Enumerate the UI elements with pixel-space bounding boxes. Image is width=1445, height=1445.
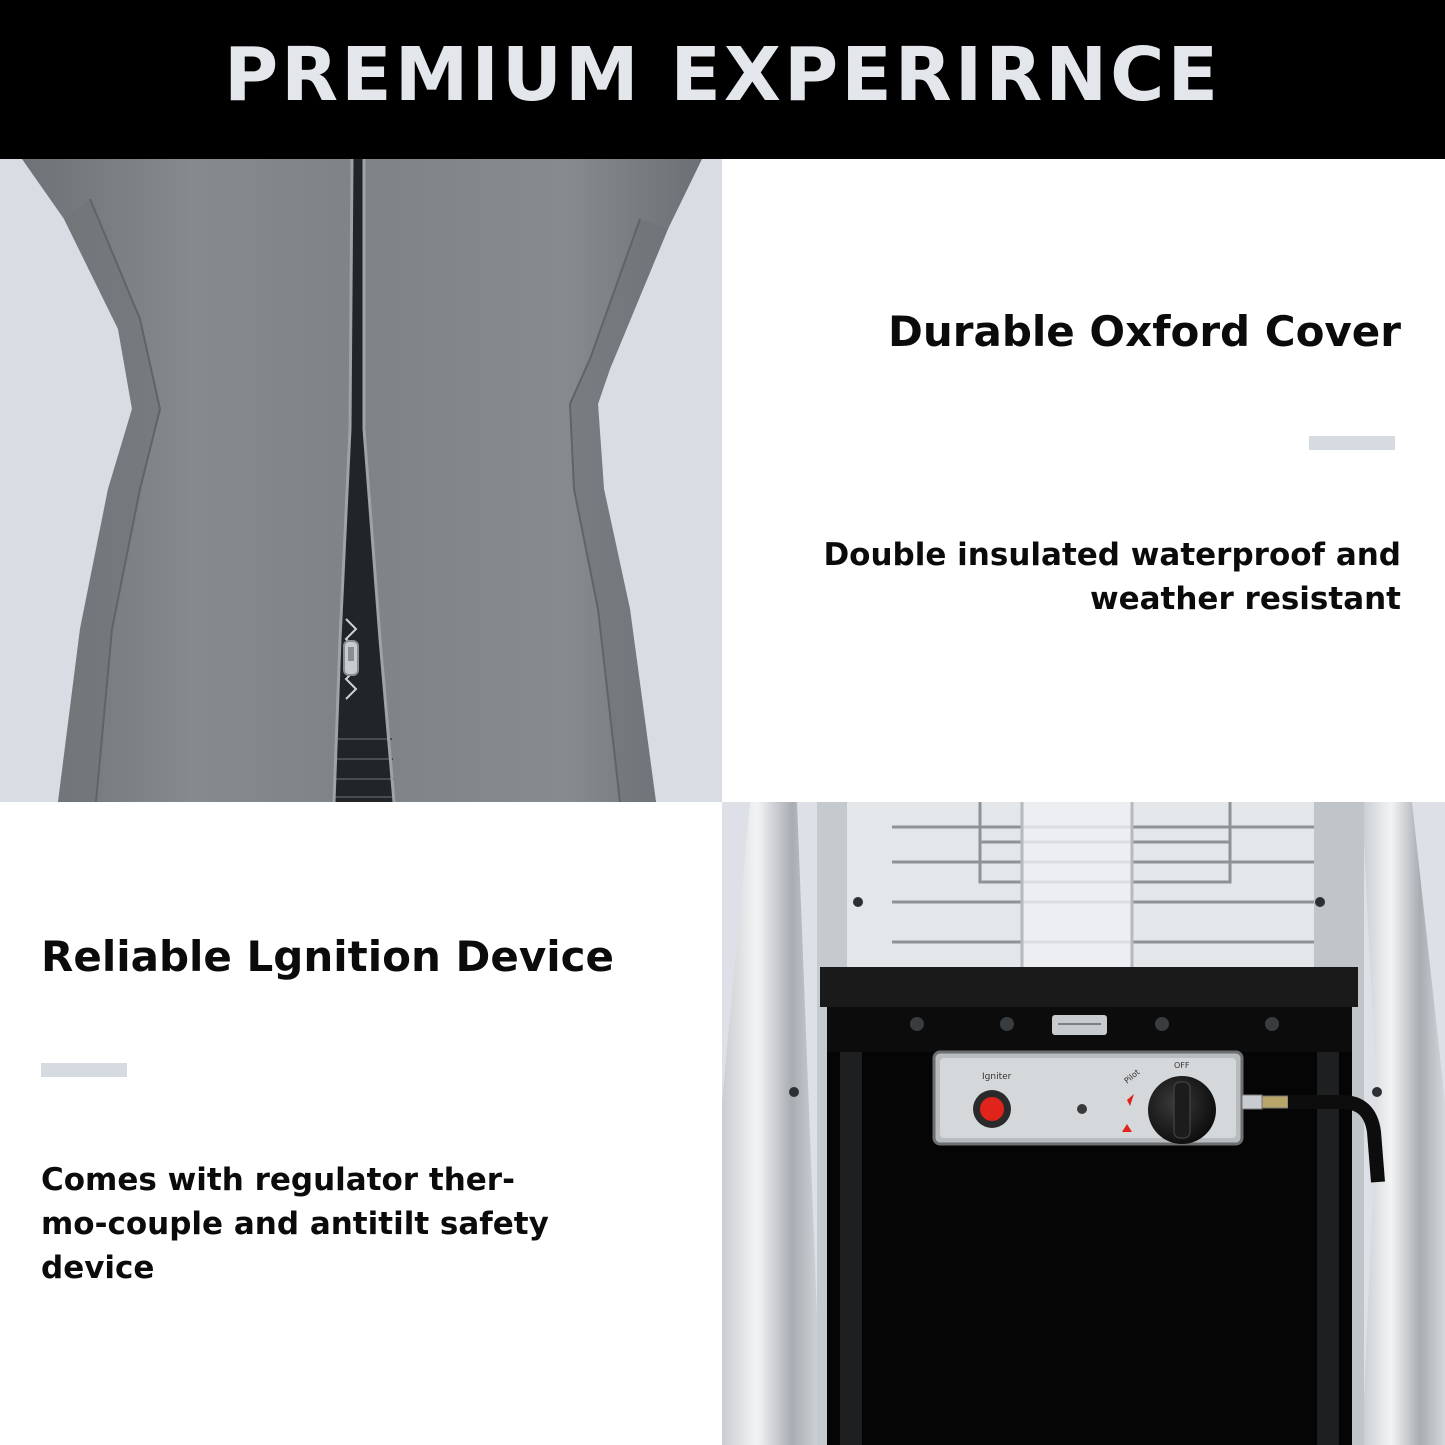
cover-description: Double insulated waterproof and weather …	[823, 533, 1401, 621]
ignition-description-line-3: device	[41, 1250, 155, 1286]
ignition-accent-bar	[41, 1063, 127, 1077]
cover-heading: Durable Oxford Cover	[888, 307, 1401, 356]
ignition-description-line-1: Comes with regulator ther-	[41, 1162, 515, 1198]
igniter-button[interactable]	[980, 1097, 1004, 1121]
ignition-description: Comes with regulator ther- mo-couple and…	[41, 1158, 549, 1290]
ignition-heading: Reliable Lgnition Device	[41, 932, 615, 981]
ignition-description-line-2: mo-couple and antitilt safety	[41, 1206, 549, 1242]
banner-title: PREMIUM EXPERIRNCE	[223, 31, 1222, 118]
cover-illustration	[0, 159, 722, 802]
header-banner: PREMIUM EXPERIRNCE	[0, 0, 1445, 159]
ignition-feature-panel: Reliable Lgnition Device Comes with regu…	[0, 802, 722, 1445]
knob-label-off: OFF	[1174, 1061, 1190, 1070]
cover-feature-panel: Durable Oxford Cover Double insulated wa…	[722, 159, 1445, 802]
igniter-label: Igniter	[982, 1072, 1012, 1082]
cover-accent-bar	[1309, 436, 1395, 450]
heater-image: Igniter Pilot OFF	[722, 802, 1445, 1445]
cover-image	[0, 159, 722, 802]
cover-description-line-1: Double insulated waterproof and	[823, 537, 1401, 573]
heater-illustration: Igniter Pilot OFF	[722, 802, 1445, 1445]
cover-description-line-2: weather resistant	[1089, 581, 1401, 617]
